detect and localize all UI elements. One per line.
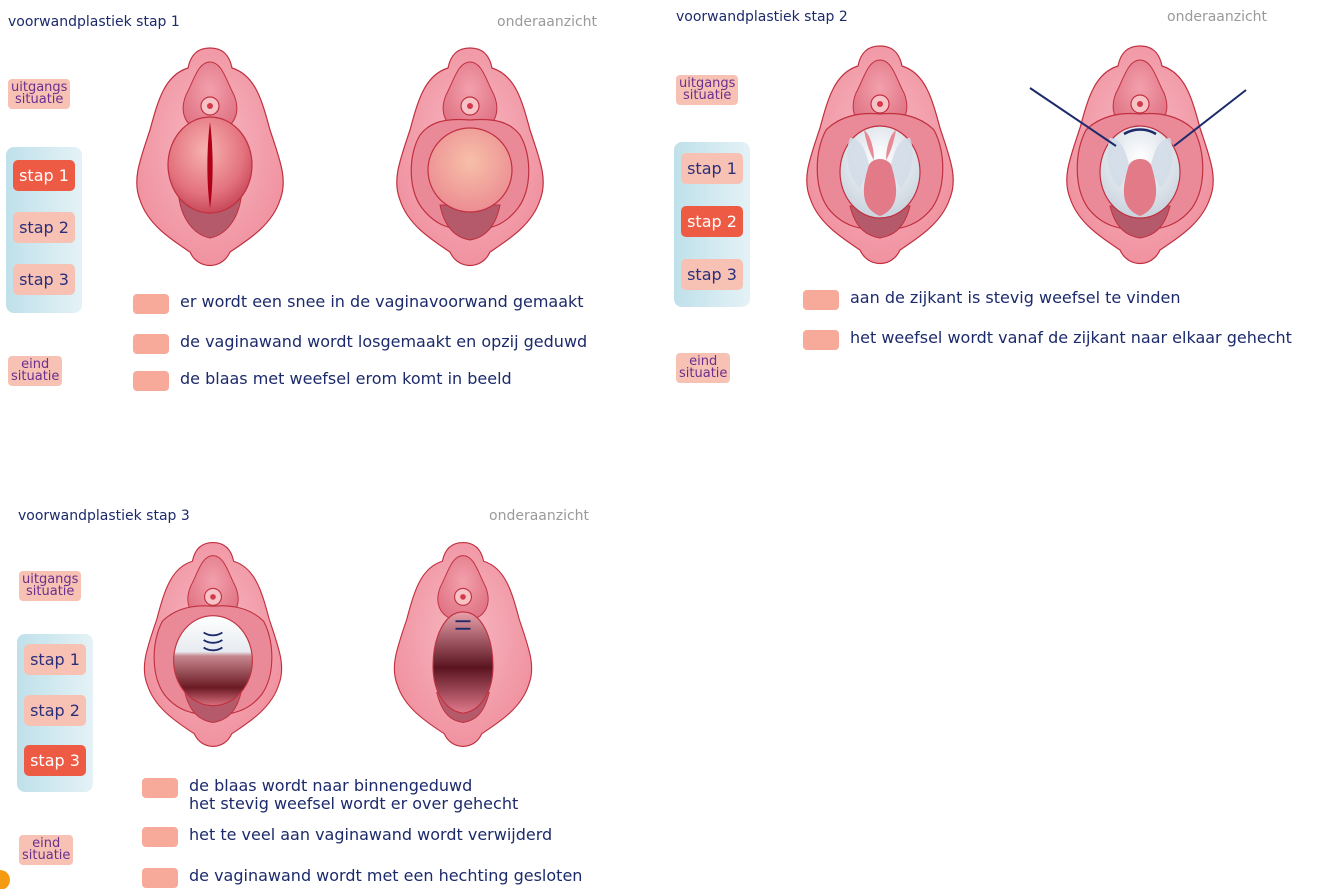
panel1-step1-button[interactable]: stap 1 [13, 160, 75, 191]
panel2-view-label: onderaanzicht [1167, 9, 1267, 25]
panel3-view-label: onderaanzicht [489, 508, 589, 524]
panel1-illustration-incision [130, 40, 290, 280]
legend-text: de vaginawand wordt losgemaakt en opzij … [180, 332, 587, 352]
legend-swatch[interactable] [133, 334, 169, 354]
panel3-end-situation-button[interactable]: eind situatie [19, 835, 73, 865]
panel1-title: voorwandplastiek stap 1 [8, 14, 180, 30]
panel3-illustration-bladder [138, 535, 288, 760]
legend-swatch[interactable] [803, 330, 839, 350]
legend-text: de vaginawand wordt met een hechting ges… [189, 866, 582, 886]
chip-line: situatie [679, 368, 727, 380]
panel2-end-situation-button[interactable]: eind situatie [676, 353, 730, 383]
panel1-step2-button[interactable]: stap 2 [13, 212, 75, 243]
panel1-view-label: onderaanzicht [497, 14, 597, 30]
panel3-step2-button[interactable]: stap 2 [24, 695, 86, 726]
corner-logo-fragment [0, 870, 10, 889]
panel2-title: voorwandplastiek stap 2 [676, 9, 848, 25]
panel1-start-situation-button[interactable]: uitgangs situatie [8, 79, 70, 109]
panel2-step3-button[interactable]: stap 3 [681, 259, 743, 290]
panel1-end-situation-button[interactable]: eind situatie [8, 356, 62, 386]
legend-text: aan de zijkant is stevig weefsel te vind… [850, 288, 1181, 308]
panel3-step1-button[interactable]: stap 1 [24, 644, 86, 675]
panel3-illustration-closed [388, 535, 538, 760]
chip-line: situatie [22, 586, 78, 598]
panel2-steps-box: stap 1 stap 2 stap 3 [674, 142, 750, 307]
chip-line: situatie [11, 94, 67, 106]
panel2-start-situation-button[interactable]: uitgangs situatie [676, 75, 738, 105]
panel3-steps-box: stap 1 stap 2 stap 3 [17, 634, 93, 792]
legend-swatch[interactable] [133, 294, 169, 314]
chip-line: situatie [679, 90, 735, 102]
panel2-illustration-suture [1060, 38, 1220, 278]
legend-text: het weefsel wordt vanaf de zijkant naar … [850, 328, 1292, 348]
panel3-title: voorwandplastiek stap 3 [18, 508, 190, 524]
legend-text: er wordt een snee in de vaginavoorwand g… [180, 292, 584, 312]
legend-swatch[interactable] [142, 868, 178, 888]
panel2-step1-button[interactable]: stap 1 [681, 153, 743, 184]
legend-text: het te veel aan vaginawand wordt verwijd… [189, 825, 552, 845]
legend-swatch[interactable] [803, 290, 839, 310]
panel3-step3-button[interactable]: stap 3 [24, 745, 86, 776]
panel1-step3-button[interactable]: stap 3 [13, 264, 75, 295]
chip-line: situatie [11, 371, 59, 383]
panel2-step2-button[interactable]: stap 2 [681, 206, 743, 237]
panel1-illustration-opened [390, 40, 550, 280]
legend-text: het stevig weefsel wordt er over gehecht [189, 794, 518, 814]
legend-swatch[interactable] [142, 778, 178, 798]
legend-swatch[interactable] [133, 371, 169, 391]
legend-swatch[interactable] [142, 827, 178, 847]
chip-line: situatie [22, 850, 70, 862]
legend-text: de blaas wordt naar binnengeduwd [189, 776, 472, 796]
panel2-illustration-tissue [800, 38, 960, 278]
panel3-start-situation-button[interactable]: uitgangs situatie [19, 571, 81, 601]
legend-text: de blaas met weefsel erom komt in beeld [180, 369, 512, 389]
panel1-steps-box: stap 1 stap 2 stap 3 [6, 147, 82, 313]
